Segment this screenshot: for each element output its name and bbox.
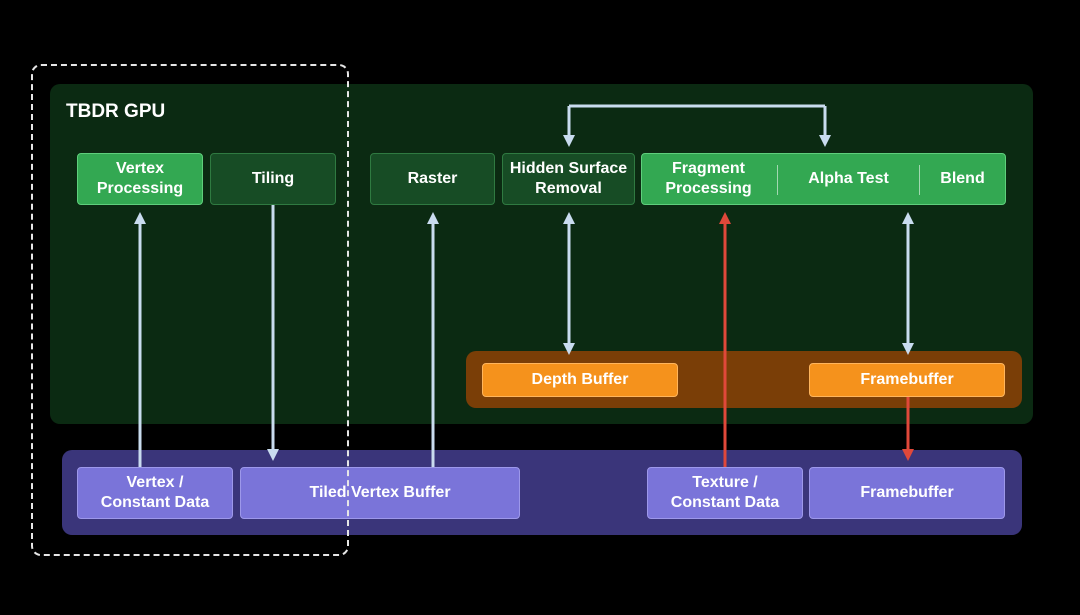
texture-arrowhead — [719, 212, 731, 224]
blend-stage: Blend — [940, 170, 985, 187]
fragment-processing-stage: Fragment Processing — [665, 160, 752, 197]
depth-arrowhead-down — [563, 343, 575, 355]
framebuffer-arrowhead-up — [902, 212, 914, 224]
raster-stage: Raster — [370, 153, 495, 205]
texture-constant-data: Texture / Constant Data — [647, 467, 803, 519]
gpu-title: TBDR GPU — [66, 101, 166, 122]
feedback-arrowhead-right — [819, 135, 831, 147]
arrows-group — [134, 104, 914, 467]
depth-arrowhead-up — [563, 212, 575, 224]
tiled-vertex-buffer: Tiled Vertex Buffer — [240, 467, 520, 519]
alpha-test-stage: Alpha Test — [808, 170, 889, 187]
tiling-arrowhead — [267, 449, 279, 461]
vertex-constant-data: Vertex / Constant Data — [77, 467, 233, 519]
vertex-processing-stage: Vertex Processing — [77, 153, 203, 205]
stage-divider — [919, 165, 920, 195]
tile-framebuffer: Framebuffer — [809, 363, 1005, 397]
hidden-surface-removal-stage: Hidden Surface Removal — [502, 153, 635, 205]
raster-arrowhead — [427, 212, 439, 224]
depth-buffer: Depth Buffer — [482, 363, 678, 397]
framebuffer-arrowhead-down — [902, 343, 914, 355]
store-arrowhead — [902, 449, 914, 461]
vertex-stage-highlight-outline — [31, 64, 349, 556]
fragment-stage-group: Fragment Processing Alpha Test Blend — [641, 153, 1006, 205]
vertex-data-arrowhead — [134, 212, 146, 224]
tiling-stage: Tiling — [210, 153, 336, 205]
memory-framebuffer: Framebuffer — [809, 467, 1005, 519]
feedback-arrowhead-left — [563, 135, 575, 147]
stage-divider — [777, 165, 778, 195]
